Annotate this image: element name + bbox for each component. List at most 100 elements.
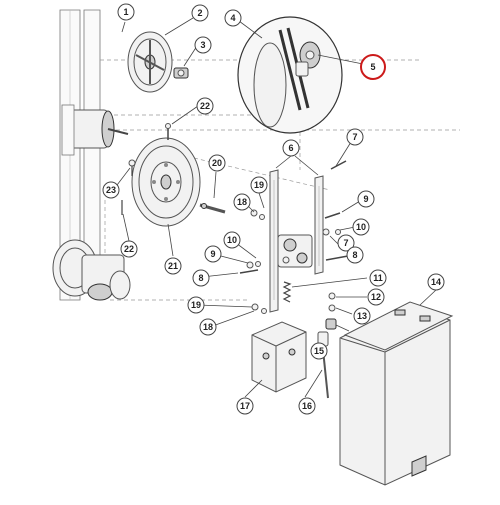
callout-label: 14 <box>431 277 441 287</box>
lower-motor-assembly <box>52 239 131 301</box>
callout-part-8: 8 <box>346 246 364 264</box>
callout-label: 23 <box>106 185 116 195</box>
part-6-rails <box>269 169 324 313</box>
callout-label: 18 <box>237 197 247 207</box>
callout-label: 15 <box>314 346 324 356</box>
callout-part-12: 12 <box>367 288 385 306</box>
callout-part-10: 10 <box>352 218 370 236</box>
callout-label: 9 <box>363 194 368 204</box>
callout-part-9: 9 <box>357 190 375 208</box>
callout-label: 3 <box>200 40 205 50</box>
callout-part-22: 22 <box>120 240 138 258</box>
callout-part-3: 3 <box>194 36 212 54</box>
callout-label: 6 <box>288 143 293 153</box>
callout-circle <box>427 273 445 291</box>
callout-part-16: 16 <box>298 397 316 415</box>
motor-assembly <box>61 104 129 156</box>
callout-circle <box>357 190 375 208</box>
callout-circle <box>102 181 120 199</box>
callout-part-10: 10 <box>223 231 241 249</box>
callout-circle <box>233 193 251 211</box>
callout-part-20: 20 <box>208 154 226 172</box>
callout-circle <box>204 245 222 263</box>
part-3-nut <box>173 67 189 79</box>
callout-label: 22 <box>200 101 210 111</box>
callout-label: 8 <box>198 273 203 283</box>
callout-circle <box>367 288 385 306</box>
callout-circle <box>192 269 210 287</box>
callout-part-15: 15 <box>310 342 328 360</box>
callout-label: 10 <box>356 222 366 232</box>
callout-part-1: 1 <box>117 3 135 21</box>
part-21-gear <box>131 137 201 227</box>
callout-part-4: 4 <box>224 9 242 27</box>
callout-label: 16 <box>302 401 312 411</box>
callout-circle <box>117 3 135 21</box>
callout-part-18: 18 <box>199 318 217 336</box>
part-17-bracket <box>251 321 307 393</box>
callout-circle <box>164 257 182 275</box>
callout-part-6: 6 <box>282 139 300 157</box>
callout-label: 9 <box>210 249 215 259</box>
callout-part-23: 23 <box>102 181 120 199</box>
callout-label: 5 <box>370 62 375 72</box>
callout-part-11: 11 <box>369 269 387 287</box>
callout-circle <box>369 269 387 287</box>
callout-label: 10 <box>227 235 237 245</box>
callout-label: 11 <box>373 273 383 283</box>
part-22-screw-top <box>165 123 171 140</box>
callout-part-14: 14 <box>427 273 445 291</box>
callout-circle <box>208 154 226 172</box>
callout-part-19: 19 <box>250 176 268 194</box>
callout-label: 2 <box>197 8 202 18</box>
part-16-rod <box>317 331 329 399</box>
callout-label: 18 <box>203 322 213 332</box>
callout-circle <box>120 240 138 258</box>
callout-label: 20 <box>212 158 222 168</box>
callout-circle <box>196 97 214 115</box>
callout-circle <box>353 307 371 325</box>
hardware-fasteners <box>239 160 349 330</box>
callout-circle <box>236 397 254 415</box>
callout-label: 13 <box>357 311 367 321</box>
callout-part-22: 22 <box>196 97 214 115</box>
callout-part-17: 17 <box>236 397 254 415</box>
center-gear-assembly <box>277 234 313 268</box>
callout-part-7: 7 <box>346 128 364 146</box>
callout-circle <box>250 176 268 194</box>
callout-label: 21 <box>168 261 178 271</box>
callout-part-5-highlighted: 5 <box>360 54 386 80</box>
callout-part-19: 19 <box>187 296 205 314</box>
callout-part-13: 13 <box>353 307 371 325</box>
callout-circle <box>187 296 205 314</box>
callout-circle <box>191 4 209 22</box>
callout-label: 19 <box>254 180 264 190</box>
callout-circle <box>194 36 212 54</box>
highlight-ring <box>360 54 386 80</box>
callout-label: 12 <box>371 292 381 302</box>
callout-label: 8 <box>352 250 357 260</box>
callout-circle <box>346 128 364 146</box>
callout-circle <box>310 342 328 360</box>
callout-circle <box>282 139 300 157</box>
callout-part-9: 9 <box>204 245 222 263</box>
inset-detail <box>237 16 343 134</box>
part-11-spring <box>282 281 292 303</box>
callout-label: 7 <box>352 132 357 142</box>
callout-label: 4 <box>230 13 235 23</box>
callout-part-18: 18 <box>233 193 251 211</box>
callout-part-2: 2 <box>191 4 209 22</box>
part-23-screw <box>128 159 136 176</box>
callout-label: 22 <box>124 244 134 254</box>
callout-label: 17 <box>240 401 250 411</box>
part-20-shaft <box>199 203 226 214</box>
callout-circle <box>223 231 241 249</box>
callout-circle <box>352 218 370 236</box>
callout-circle <box>199 318 217 336</box>
callout-circle <box>224 9 242 27</box>
callout-part-21: 21 <box>164 257 182 275</box>
callout-circle <box>337 234 355 252</box>
